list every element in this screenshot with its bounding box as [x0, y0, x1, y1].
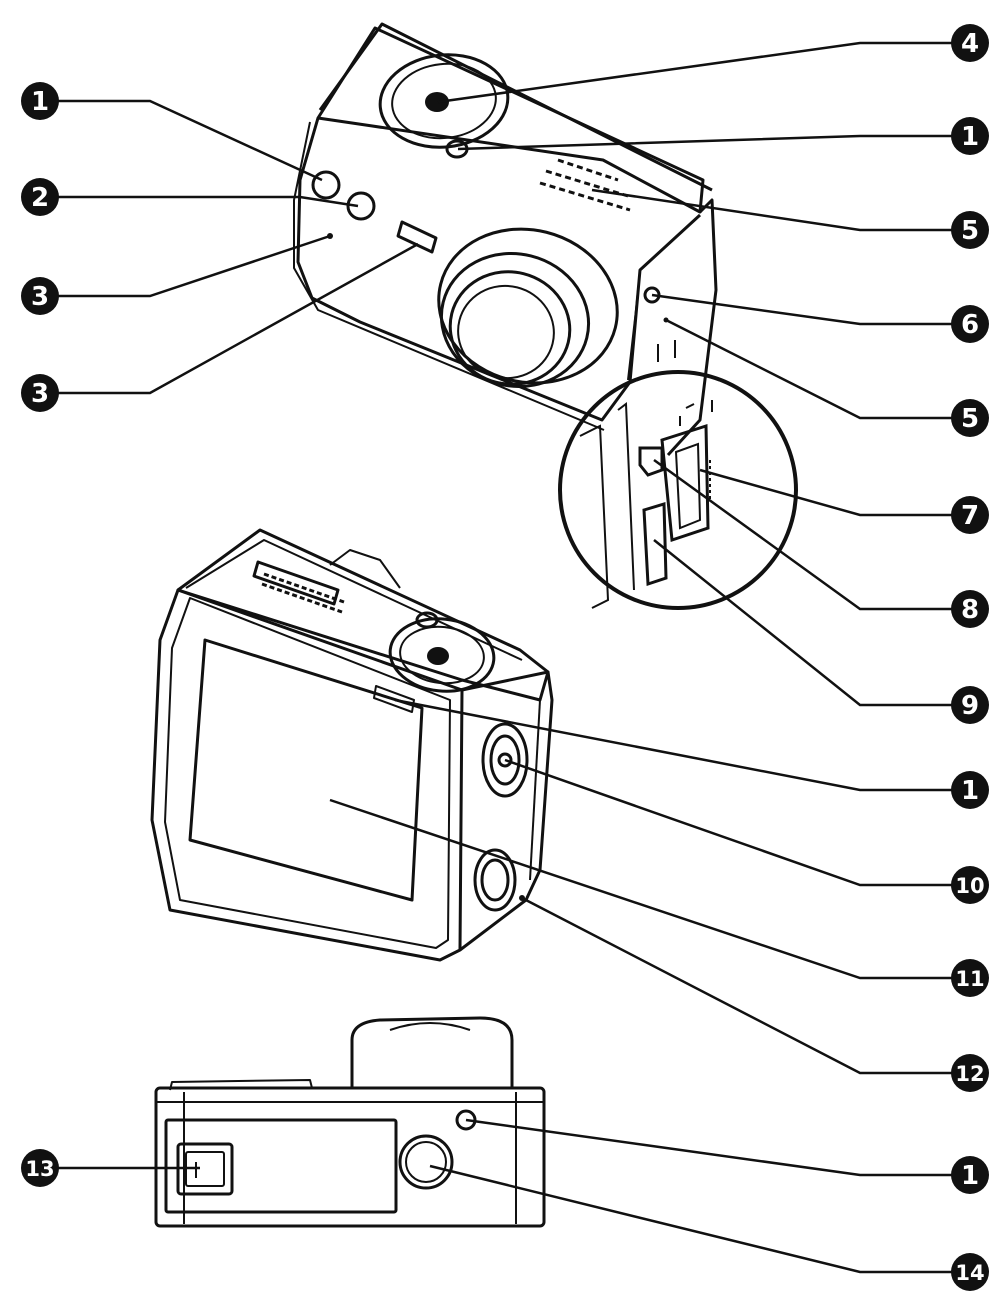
- callout-label: 10: [955, 874, 984, 898]
- callout-label: 9: [961, 691, 979, 721]
- callout-label: 7: [961, 501, 979, 531]
- callout-label: 14: [955, 1261, 984, 1285]
- callout-11: 11: [951, 959, 989, 997]
- callout-label: 2: [31, 183, 49, 213]
- callout-7: 7: [951, 496, 989, 534]
- callout-label: 11: [955, 967, 984, 991]
- callout-13: 13: [21, 1149, 59, 1187]
- port-detail-magnifier: [558, 370, 798, 610]
- callout-4: 4: [951, 24, 989, 62]
- callout-1-a: 1: [21, 82, 59, 120]
- callout-label: 12: [955, 1062, 984, 1086]
- callout-badges: 1 2 3 3 4 1 5 6: [21, 24, 989, 1291]
- callout-label: 1: [961, 1161, 979, 1191]
- camera-back-view: [150, 528, 554, 962]
- callout-12: 12: [951, 1054, 989, 1092]
- callout-label: 5: [961, 216, 979, 246]
- camera-front-view: [293, 22, 718, 457]
- callout-label: 1: [961, 776, 979, 806]
- callout-10: 10: [951, 866, 989, 904]
- callout-label: 3: [31, 379, 49, 409]
- callout-label: 1: [961, 122, 979, 152]
- callout-9: 9: [951, 686, 989, 724]
- callout-label: 3: [31, 282, 49, 312]
- callout-label: 13: [25, 1157, 54, 1181]
- callout-label: 6: [961, 310, 979, 340]
- camera-bottom-view: [154, 1016, 546, 1228]
- callout-label: 4: [961, 29, 979, 59]
- callout-3-b: 3: [21, 374, 59, 412]
- callout-3-a: 3: [21, 277, 59, 315]
- callout-8: 8: [951, 590, 989, 628]
- callout-label: 1: [31, 87, 49, 117]
- callout-label: 5: [961, 404, 979, 434]
- callout-5-b: 5: [951, 399, 989, 437]
- callout-6: 6: [951, 305, 989, 343]
- callout-2: 2: [21, 178, 59, 216]
- leader-lines: [40, 41, 970, 1274]
- callout-1-c: 1: [951, 771, 989, 809]
- callout-label: 8: [961, 595, 979, 625]
- callout-1-d: 1: [951, 1156, 989, 1194]
- callout-1-b: 1: [951, 117, 989, 155]
- callout-5-a: 5: [951, 211, 989, 249]
- callout-14: 14: [951, 1253, 989, 1291]
